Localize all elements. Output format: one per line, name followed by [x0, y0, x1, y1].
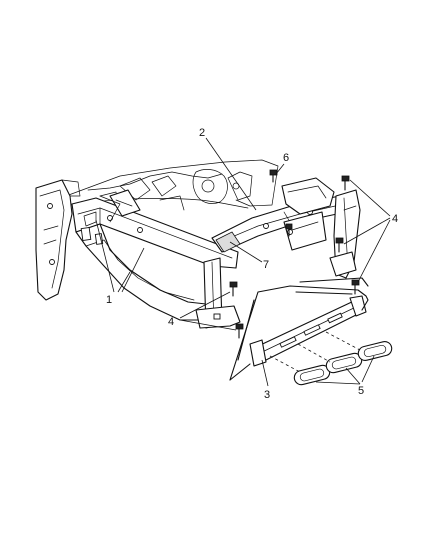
bolt-icon — [229, 281, 238, 297]
callout-3: 3 — [264, 389, 270, 401]
lamp-bezels — [269, 331, 393, 386]
fender-apron — [35, 179, 81, 301]
leader-lines — [95, 137, 391, 387]
lower-support-bar — [249, 295, 367, 367]
bolt-icon — [351, 279, 360, 295]
callout-6: 6 — [283, 152, 289, 164]
callout-5: 5 — [358, 385, 364, 397]
callout-7: 7 — [263, 259, 269, 271]
bolt-icon — [285, 223, 293, 237]
fasteners — [229, 169, 360, 339]
callout-labels: 1 2 3 4 4 5 6 7 — [106, 127, 398, 401]
right-headlamp-bracket — [281, 177, 361, 279]
left-frame-rail — [71, 189, 241, 329]
callout-4-left: 4 — [168, 316, 174, 328]
bolt-icon — [335, 237, 344, 253]
bolt-icon — [341, 175, 350, 191]
grille-outline — [229, 277, 369, 381]
callout-2: 2 — [199, 127, 205, 139]
bolt-icon — [235, 323, 244, 339]
callout-1: 1 — [106, 294, 112, 306]
callout-4-right: 4 — [392, 213, 398, 225]
